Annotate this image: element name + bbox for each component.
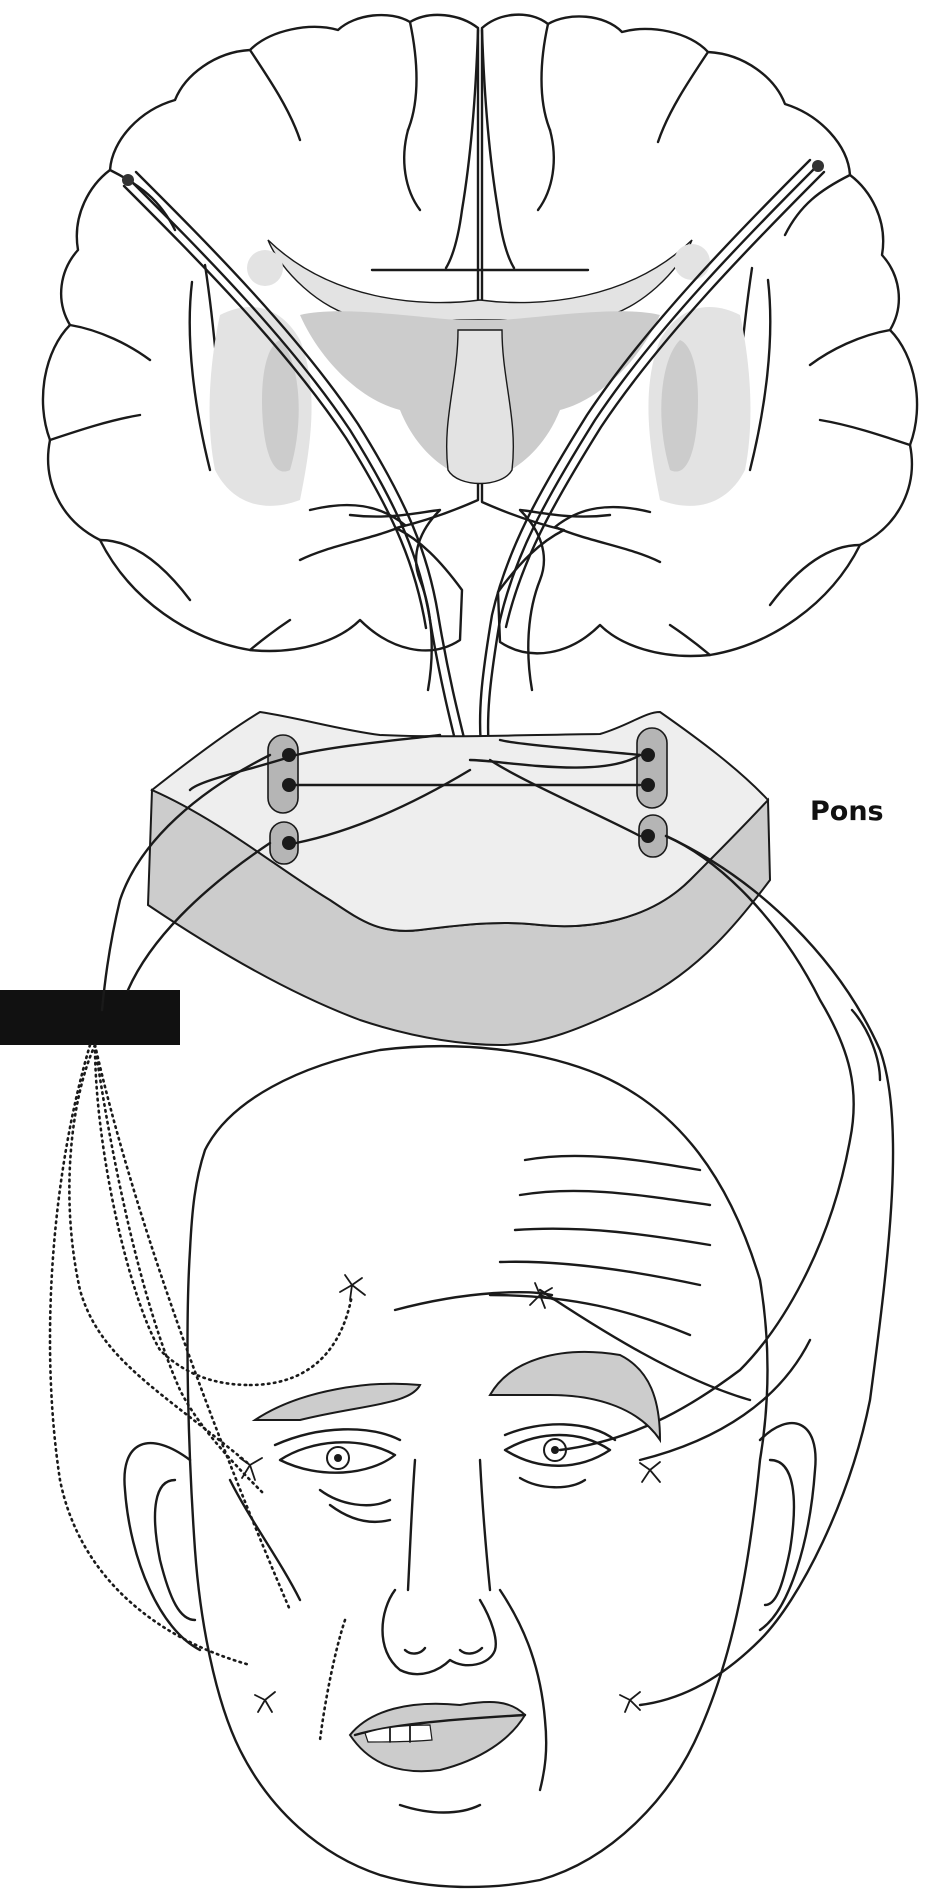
left-ear (123, 1442, 202, 1652)
left-eye (278, 1441, 397, 1474)
nose (381, 1588, 497, 1676)
left-eyebrow (251, 1382, 422, 1421)
right-hemisphere-outline (480, 13, 919, 658)
brain-coronal-section (41, 13, 919, 692)
patient-face (123, 1044, 817, 1889)
corpus-callosum (267, 239, 693, 322)
right-eye (503, 1433, 612, 1467)
head-outline (186, 1044, 769, 1889)
pons-label: Pons (810, 796, 884, 827)
pons-block (146, 710, 772, 1047)
right-ear (758, 1422, 817, 1632)
left-hemisphere-outline (41, 13, 480, 653)
pons-top-face (150, 710, 770, 932)
corticobulbar-tracts (122, 158, 826, 762)
right-eyebrow (488, 1351, 662, 1444)
facial-nerve-fibers (48, 753, 895, 1707)
redaction-bar (0, 990, 180, 1045)
